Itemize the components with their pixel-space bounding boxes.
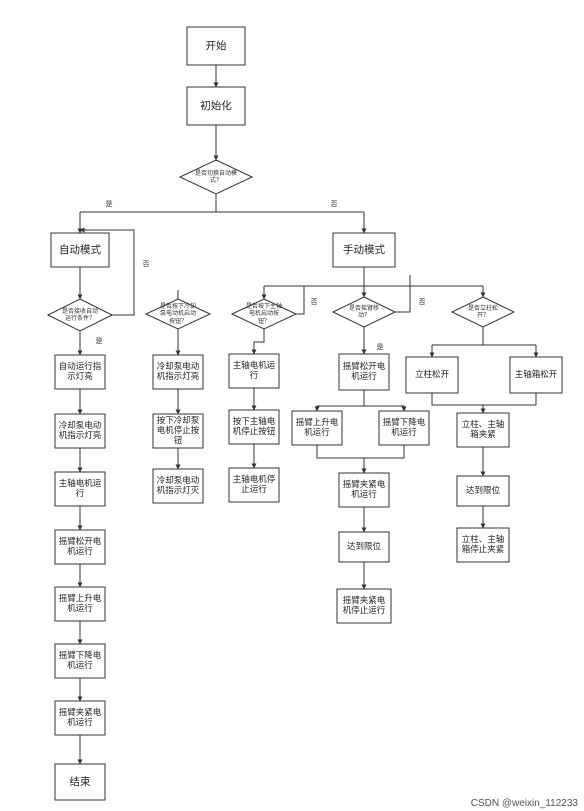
connector-27 bbox=[364, 405, 407, 412]
node-label-arm-2: 摇臂夹紧电机运行 bbox=[342, 479, 386, 500]
process-box-col-2 bbox=[456, 475, 510, 507]
node-label-cool-3: 冷却泵电动机指示灯灭 bbox=[156, 475, 200, 496]
node-label-col-1: 立柱、主轴箱夹紧 bbox=[461, 419, 505, 440]
process-box-auto-7 bbox=[54, 700, 106, 736]
connector-29 bbox=[364, 445, 405, 459]
node-label-auto-1: 自动运行指示灯亮 bbox=[58, 361, 102, 382]
process-box-end bbox=[54, 763, 106, 801]
process-box-arm-3 bbox=[338, 531, 390, 563]
watermark: CSDN @weixin_112233 bbox=[470, 798, 578, 809]
node-label-auto-mode: 自动模式 bbox=[59, 243, 101, 256]
node-label-cool-1: 冷却泵电动机指示灯亮 bbox=[156, 361, 200, 382]
process-box-spindle-2 bbox=[228, 409, 280, 445]
node-label-spindle-3: 主轴电机停止运行 bbox=[232, 474, 276, 495]
connector-38 bbox=[431, 393, 536, 406]
edge-label-no-4: 否 bbox=[310, 297, 318, 306]
process-box-auto-4 bbox=[54, 529, 106, 565]
process-box-auto-5 bbox=[54, 586, 106, 622]
process-box-col-b bbox=[509, 356, 563, 394]
process-box-col-1 bbox=[456, 412, 510, 448]
node-label-col-2: 达到限位 bbox=[465, 485, 500, 496]
process-box-arm-4 bbox=[336, 588, 392, 624]
node-label-col-a: 立柱松开 bbox=[414, 369, 449, 380]
node-label-manual-mode: 手动模式 bbox=[343, 243, 385, 256]
process-box-arm-down bbox=[378, 410, 430, 446]
node-label-init: 初始化 bbox=[200, 99, 232, 112]
process-box-arm-1 bbox=[338, 353, 390, 391]
node-label-auto-6: 摇臂下降电机运行 bbox=[58, 650, 102, 671]
node-label-auto-3: 主轴电机运行 bbox=[58, 478, 102, 499]
process-box-spindle-3 bbox=[228, 467, 280, 503]
process-box-init bbox=[186, 86, 246, 126]
node-label-spindle-decision: 是否按下主轴电机启动按钮？ bbox=[245, 303, 282, 325]
process-box-auto-2 bbox=[54, 413, 106, 449]
process-box-auto-3 bbox=[54, 471, 106, 507]
node-label-arm-3: 达到限位 bbox=[346, 541, 381, 552]
decision-diamond-spindle-decision bbox=[230, 298, 298, 330]
process-box-col-a bbox=[405, 356, 459, 394]
node-label-cool-2: 按下冷却泵电机停止按钮 bbox=[156, 415, 200, 447]
process-box-manual-mode bbox=[332, 232, 396, 268]
process-box-spindle-1 bbox=[228, 353, 280, 389]
node-label-cool-decision: 是否按下冷却泵电动机启动按钮？ bbox=[159, 303, 196, 325]
node-label-arm-1: 摇臂松开电机运行 bbox=[342, 361, 386, 382]
node-label-arm-down: 摇臂下降电机运行 bbox=[382, 417, 426, 438]
process-box-auto-6 bbox=[54, 643, 106, 679]
node-label-auto-decision: 是否接收自动运行条件？ bbox=[61, 307, 98, 322]
decision-diamond-auto-decision bbox=[46, 298, 114, 332]
edge-label-yes-0: 是 bbox=[105, 199, 113, 208]
node-label-spindle-1: 主轴电机运行 bbox=[232, 360, 276, 381]
connector-15 bbox=[79, 227, 135, 316]
connector-25 bbox=[395, 275, 411, 313]
node-label-auto-2: 冷却泵电动机指示灯亮 bbox=[58, 420, 102, 441]
process-box-auto-1 bbox=[54, 354, 106, 390]
edge-label-no-2: 否 bbox=[142, 259, 150, 268]
node-label-arm-up: 摇臂上升电机运行 bbox=[295, 417, 339, 438]
node-label-auto-5: 摇臂上升电机运行 bbox=[58, 593, 102, 614]
connector-28 bbox=[316, 445, 364, 459]
decision-diamond-cool-decision bbox=[144, 298, 212, 330]
node-label-auto-4: 摇臂松开电机运行 bbox=[58, 536, 102, 557]
decision-diamond-mode-decision bbox=[178, 159, 254, 195]
node-label-col-3: 立柱、主轴箱停止夹紧 bbox=[461, 534, 505, 555]
process-box-col-3 bbox=[456, 527, 510, 563]
process-box-cool-1 bbox=[152, 354, 204, 390]
node-label-col-b: 主轴箱松开 bbox=[514, 369, 558, 380]
connector-19 bbox=[251, 329, 265, 355]
node-label-end: 结束 bbox=[69, 775, 91, 788]
node-label-arm-4: 摇臂夹紧电机停止运行 bbox=[342, 595, 386, 616]
process-box-arm-up bbox=[291, 410, 343, 446]
node-label-mode-decision: 是否切换自动模式？ bbox=[194, 169, 237, 184]
node-label-col-decision: 是否立柱松开？ bbox=[467, 304, 498, 319]
node-label-start: 开始 bbox=[205, 39, 227, 52]
process-box-cool-3 bbox=[152, 468, 204, 504]
decision-diamond-col-decision bbox=[450, 296, 516, 328]
decision-diamond-arm-decision bbox=[331, 296, 397, 328]
node-label-auto-7: 摇臂夹紧电机运行 bbox=[58, 707, 102, 728]
process-box-auto-mode bbox=[50, 232, 110, 268]
edge-label-yes-5: 是 bbox=[376, 342, 384, 351]
process-box-cool-2 bbox=[152, 413, 204, 449]
edge-label-no-1: 否 bbox=[330, 199, 338, 208]
edge-label-yes-3: 是 bbox=[95, 336, 103, 345]
node-label-arm-decision: 是否摇臂移动？ bbox=[348, 304, 379, 319]
connector-22 bbox=[296, 286, 305, 315]
connector-26 bbox=[314, 390, 365, 412]
node-label-spindle-2: 按下主轴电机停止按钮 bbox=[232, 416, 276, 437]
process-box-arm-2 bbox=[338, 472, 390, 508]
process-box-start bbox=[186, 26, 246, 66]
edge-label-no-6: 否 bbox=[418, 297, 426, 306]
